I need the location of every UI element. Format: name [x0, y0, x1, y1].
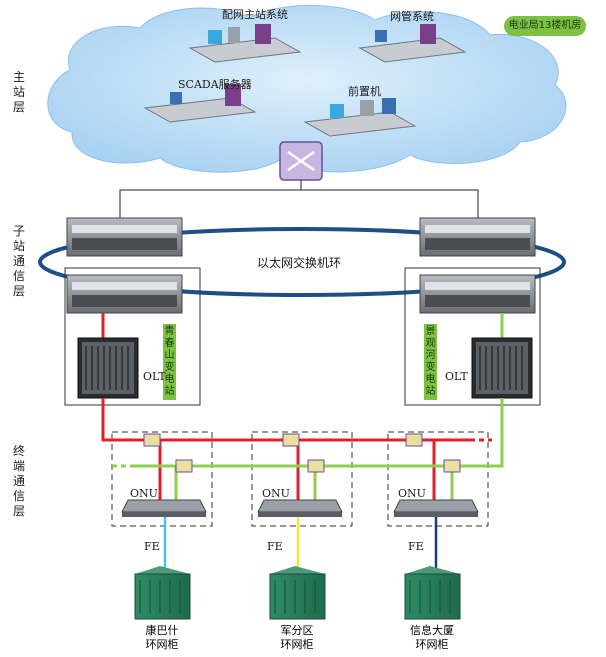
ring-switch-right-bottom [419, 274, 536, 314]
cabinet-name-3: 信息大厦 [410, 624, 454, 637]
left-olt-label: OLT [143, 370, 166, 383]
ring-main-unit-icon-1 [134, 566, 191, 620]
ring-switch-right-top [419, 217, 536, 257]
scada-server-label: SCADA服务器 [178, 78, 252, 91]
splitter-icon-red-1 [143, 433, 161, 447]
cabinet-type-2: 环网柜 [280, 638, 314, 651]
green-pon-trunk [112, 398, 504, 500]
onu-label-2: ONU [262, 487, 290, 500]
netmgmt-system-platform [358, 24, 467, 63]
left-station-box [64, 267, 201, 406]
left-olt-device [77, 337, 139, 399]
cabinet-type-3: 环网柜 [415, 638, 449, 651]
right-station-box [404, 267, 541, 406]
fe-label-1: FE [144, 540, 160, 553]
onu-group-2 [251, 431, 353, 527]
right-station-label: 景观河变电站 [424, 324, 437, 400]
onu-device-1 [121, 499, 207, 517]
distribution-system-platform [188, 24, 302, 63]
scada-server-platform [143, 84, 257, 123]
splitter-icon-green-2 [307, 459, 325, 473]
room-badge: 电业局13楼机房 [504, 16, 586, 36]
right-olt-label: OLT [445, 370, 468, 383]
master-layer-label: 主站层 [12, 70, 25, 114]
left-station-label: 青春山变电站 [163, 324, 176, 400]
onu-group-3 [387, 431, 489, 527]
cabinet-name-2: 军分区 [280, 624, 314, 637]
splitter-icon-red-3 [405, 433, 423, 447]
right-olt-device [471, 337, 533, 399]
ring-main-unit-icon-2 [269, 566, 326, 620]
ring-main-unit-icon-3 [404, 566, 461, 620]
distribution-system-label: 配网主站系统 [222, 8, 288, 21]
splitter-icon-red-2 [282, 433, 300, 447]
splitter-icon-green-3 [443, 459, 461, 473]
fe-label-2: FE [267, 540, 283, 553]
cabinet-label-1: 康巴什 环网柜 [132, 624, 192, 652]
onu-device-3 [393, 499, 479, 517]
ring-label: 以太网交换机环 [257, 256, 342, 270]
frontend-server-label: 前置机 [348, 85, 381, 98]
ring-switch-left-top [66, 217, 183, 257]
terminal-layer-label: 终端通信层 [12, 444, 25, 518]
onu-label-1: ONU [130, 487, 158, 500]
onu-group-1 [111, 431, 213, 527]
core-uplinks [119, 180, 479, 218]
frontend-server-platform [303, 98, 417, 137]
core-switch-icon [279, 141, 323, 181]
cabinet-label-2: 军分区 环网柜 [267, 624, 327, 652]
cabinet-name-1: 康巴什 [145, 624, 179, 637]
ethernet-ring [38, 227, 566, 297]
fe-label-3: FE [408, 540, 424, 553]
cabinet-type-1: 环网柜 [145, 638, 179, 651]
ring-switch-left-bottom [66, 274, 183, 314]
netmgmt-system-label: 网管系统 [390, 10, 434, 23]
splitter-icon-green-1 [175, 459, 193, 473]
cabinet-label-3: 信息大厦 环网柜 [402, 624, 462, 652]
onu-device-2 [257, 499, 343, 517]
onu-label-3: ONU [398, 487, 426, 500]
red-pon-trunk [101, 398, 492, 500]
substation-layer-label: 子站通信层 [12, 224, 25, 298]
